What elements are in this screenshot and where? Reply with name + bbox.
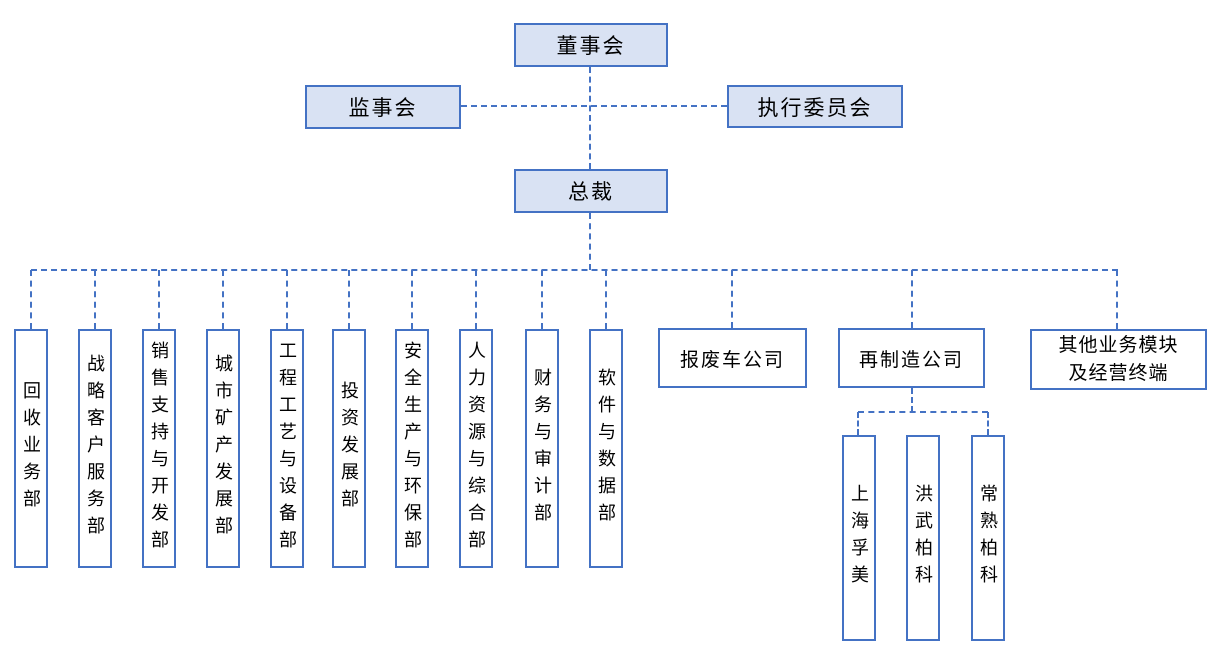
subsidiary-label: 洪武柏科 [913,484,933,592]
connector-supervisory-to-executive [461,105,727,107]
scrap-car-company-box: 报废车公司 [658,328,807,388]
connector-drop-dept-10 [605,270,607,329]
subsidiary-box-changshu-baike: 常熟柏科 [971,435,1005,641]
other-business-box: 其他业务模块 及经营终端 [1030,329,1207,390]
dept-box-sales-support-development: 销售支持与开发部 [142,329,176,568]
dept-box-urban-mineral-development: 城市矿产发展部 [206,329,240,568]
subsidiary-label: 常熟柏科 [978,484,998,592]
subsidiary-box-hongwu-baike: 洪武柏科 [906,435,940,641]
dept-label: 战略客户服务部 [85,354,105,543]
supervisory-label: 监事会 [348,97,418,120]
connector-drop-dept-1 [30,270,32,329]
president-label: 总裁 [568,181,614,204]
connector-drop-dept-8 [475,270,477,329]
remanufacturing-company-label: 再制造公司 [858,349,964,371]
dept-label: 工程工艺与设备部 [277,340,297,557]
connector-drop-subsidiary-right [987,412,989,435]
scrap-car-company-label: 报废车公司 [679,349,785,371]
subsidiary-label: 上海孚美 [849,484,869,592]
dept-label: 财务与审计部 [532,367,552,530]
subsidiary-box-shanghai-fumei: 上海孚美 [842,435,876,641]
executive-committee-box: 执行委员会 [727,85,903,128]
connector-drop-dept-4 [222,270,224,329]
dept-label: 销售支持与开发部 [149,340,169,557]
dept-label: 城市矿产发展部 [213,354,233,543]
connector-distribution-bus [31,269,1118,271]
connector-drop-dept-7 [411,270,413,329]
connector-drop-remanufacturing [911,270,913,328]
dept-box-engineering-equipment: 工程工艺与设备部 [270,329,304,568]
connector-drop-dept-3 [158,270,160,329]
connector-subsidiaries-bus [858,411,988,413]
connector-drop-scrap-car [731,270,733,328]
connector-drop-other-business [1116,270,1118,329]
connector-remanufacturing-stub [911,388,913,412]
other-business-label: 其他业务模块 及经营终端 [1058,334,1179,384]
dept-box-safety-environment: 安全生产与环保部 [395,329,429,568]
connector-drop-subsidiary-left [857,412,859,435]
board-box: 董事会 [514,23,668,67]
dept-box-hr-general: 人力资源与综合部 [459,329,493,568]
board-label: 董事会 [556,35,626,58]
connector-drop-dept-2 [94,270,96,329]
dept-box-finance-audit: 财务与审计部 [525,329,559,568]
connector-drop-dept-9 [541,270,543,329]
remanufacturing-company-box: 再制造公司 [838,328,985,388]
executive-committee-label: 执行委员会 [757,96,873,120]
connector-drop-dept-5 [286,270,288,329]
connector-drop-dept-6 [348,270,350,329]
dept-label: 回收业务部 [21,381,41,516]
dept-label: 安全生产与环保部 [402,340,422,557]
dept-box-software-data: 软件与数据部 [589,329,623,568]
supervisory-box: 监事会 [305,85,461,129]
president-box: 总裁 [514,169,668,213]
dept-box-strategic-customer-service: 战略客户服务部 [78,329,112,568]
dept-label: 人力资源与综合部 [466,340,486,557]
connector-board-to-president [589,67,591,169]
dept-label: 投资发展部 [339,381,359,516]
dept-box-investment-development: 投资发展部 [332,329,366,568]
dept-box-recycling-business: 回收业务部 [14,329,48,568]
dept-label: 软件与数据部 [596,367,616,530]
connector-president-to-bus [589,213,591,270]
